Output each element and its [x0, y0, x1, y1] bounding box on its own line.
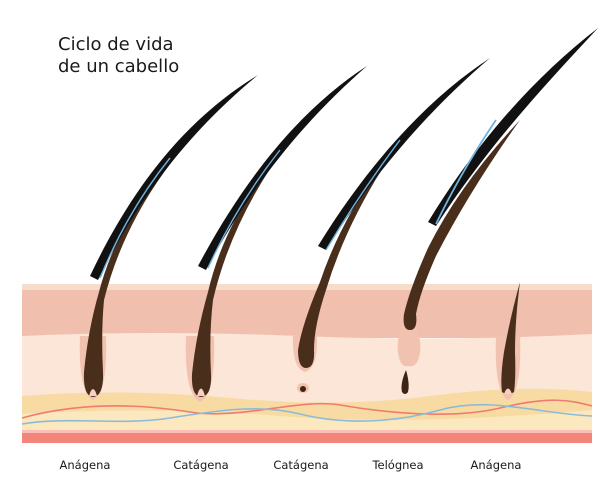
stage-label-4: Telógnea [353, 458, 443, 472]
stage-label-5: Anágena [451, 458, 541, 472]
base-band [22, 432, 592, 443]
base-band-top [22, 430, 592, 433]
stage-label-2: Catágena [156, 458, 246, 472]
stage-label-3: Catágena [256, 458, 346, 472]
stage-label-1: Anágena [40, 458, 130, 472]
follicle-4-shaft [428, 28, 598, 226]
follicle-3-papilla-core [300, 386, 306, 392]
